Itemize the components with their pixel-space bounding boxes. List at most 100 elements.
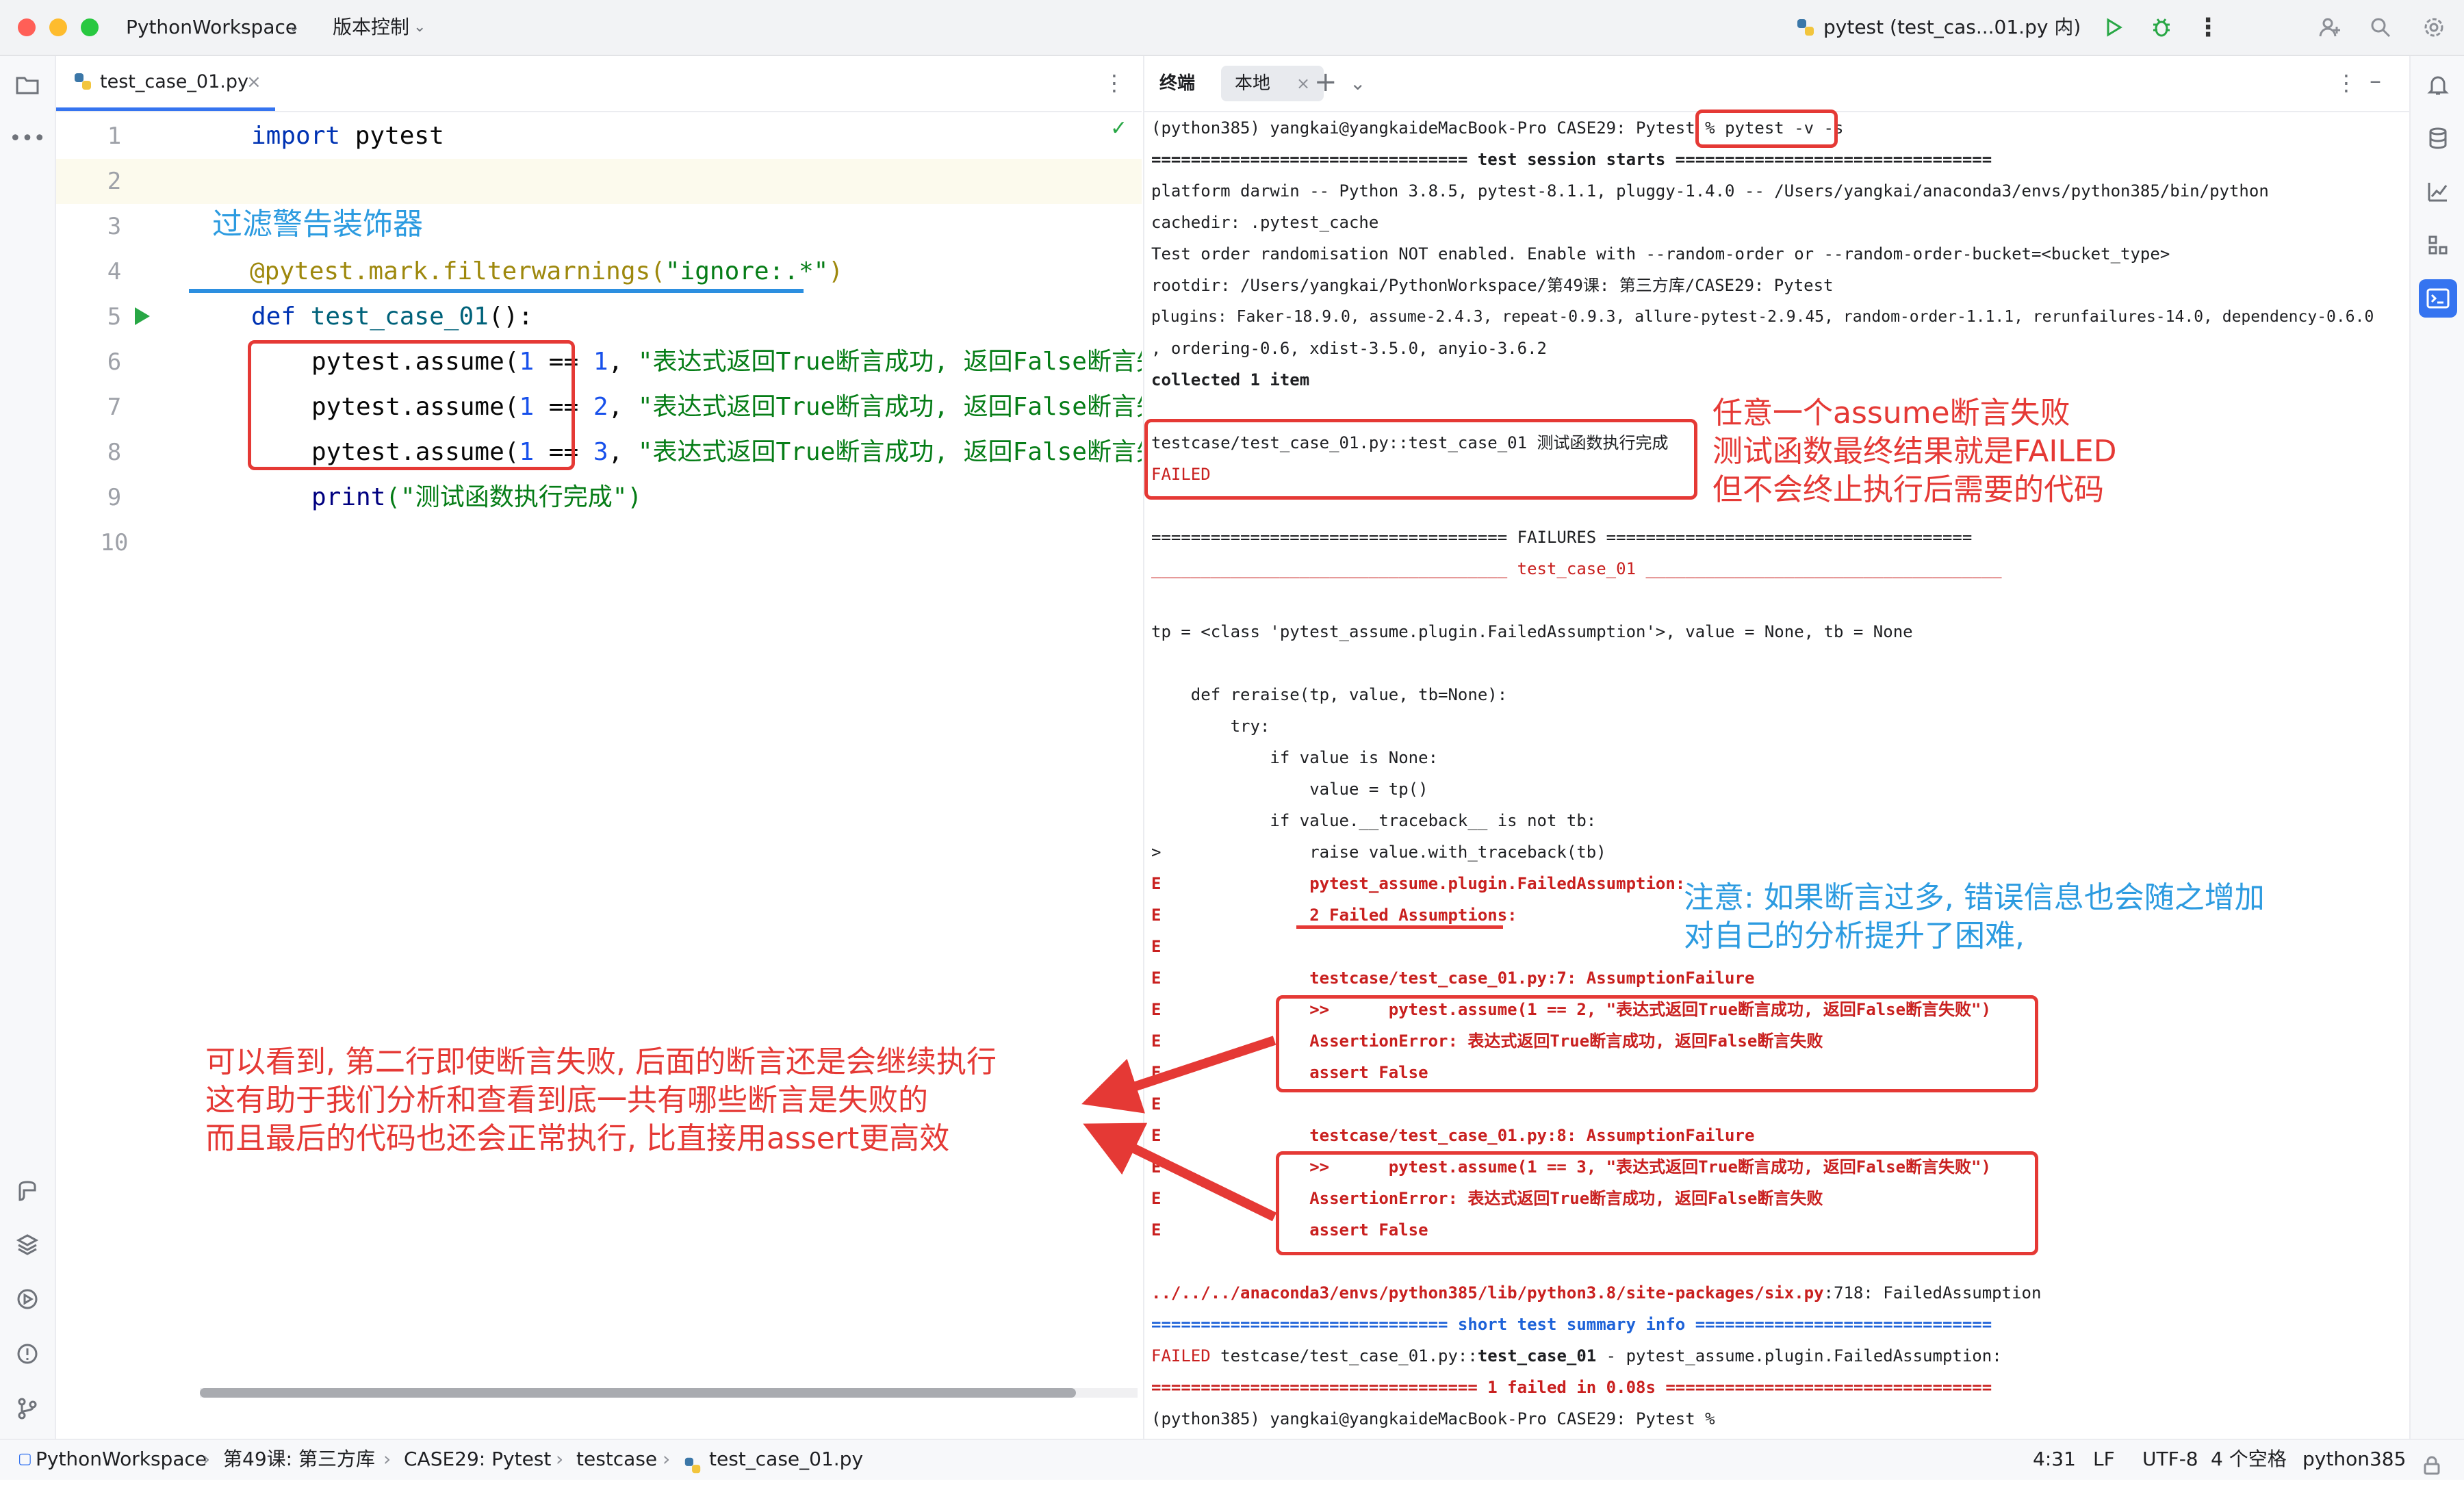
- python-file-icon: [683, 1450, 702, 1488]
- terminal-error-line: E 2 Failed Assumptions:: [1151, 906, 1517, 925]
- sciview-chart-icon[interactable]: [2422, 175, 2454, 208]
- chevron-down-icon[interactable]: ⌄: [1350, 72, 1366, 94]
- new-terminal-icon[interactable]: +: [1314, 66, 1337, 98]
- terminal-line: > raise value.with_traceback(tb): [1151, 843, 1606, 862]
- terminal-line: cachedir: .pytest_cache: [1151, 213, 1379, 232]
- layers-icon[interactable]: [11, 1228, 44, 1261]
- more-actions-icon[interactable]: ⋮: [2196, 13, 2220, 42]
- close-tab-icon[interactable]: ×: [246, 72, 261, 92]
- debug-icon[interactable]: [2146, 12, 2177, 42]
- line-separator[interactable]: LF: [2093, 1448, 2115, 1470]
- breadcrumb-separator-icon: ›: [383, 1448, 392, 1470]
- terminal-line: if value is None:: [1151, 748, 1439, 767]
- code-line-8: pytest.assume(1 == 3, "表达式返回True断言成功, 返回…: [311, 438, 1142, 466]
- window-minimize-button[interactable]: [49, 18, 67, 36]
- settings-gear-icon[interactable]: [2419, 12, 2449, 42]
- terminal-tab-label: 本地: [1235, 73, 1271, 94]
- breadcrumb-lesson[interactable]: 第49课: 第三方库: [223, 1448, 375, 1470]
- editor-tab-label: test_case_01.py: [100, 71, 248, 92]
- terminal-error-line: E >> pytest.assume(1 == 2, "表达式返回True断言成…: [1151, 1000, 1991, 1019]
- annotation-underline: [1296, 925, 1503, 929]
- run-configuration-selector[interactable]: pytest (test_cas...01.py 内): [1823, 16, 2081, 38]
- terminal-prompt[interactable]: (python385) yangkai@yangkaideMacBook-Pro…: [1151, 1409, 1715, 1428]
- line-number: 1: [107, 123, 122, 150]
- line-number: 5: [107, 303, 122, 331]
- terminal-line: ================================= 1 fail…: [1151, 1378, 1992, 1397]
- annotation-box-failure-line-8: [1276, 1151, 2038, 1255]
- window-close-button[interactable]: [18, 18, 36, 36]
- horizontal-scrollbar-thumb[interactable]: [200, 1388, 1076, 1398]
- terminal-panel: 终端 本地 × + ⌄ ⋮ – (python385) yangkai@yang…: [1143, 56, 2411, 1439]
- hide-panel-icon[interactable]: –: [2370, 67, 2381, 94]
- run-icon[interactable]: [2099, 12, 2129, 42]
- editor-options-icon[interactable]: ⋮: [1103, 70, 1125, 96]
- indent-setting[interactable]: 4 个空格: [2211, 1448, 2287, 1470]
- inspection-ok-check-icon[interactable]: ✓: [1110, 116, 1128, 140]
- python-console-icon[interactable]: [11, 1175, 44, 1207]
- terminal-error-line: E assert False: [1151, 1220, 1428, 1240]
- lock-icon[interactable]: [2423, 1450, 2441, 1488]
- terminal-line: plugins: Faker-18.9.0, assume-2.4.3, rep…: [1151, 308, 2374, 326]
- line-number: 9: [107, 484, 122, 511]
- notifications-bell-icon[interactable]: [2422, 68, 2454, 101]
- terminal-error-line: E testcase/test_case_01.py:7: Assumption…: [1151, 969, 1755, 988]
- editor-tab-test-case-01[interactable]: test_case_01.py ×: [56, 56, 275, 111]
- vcs-menu[interactable]: 版本控制: [333, 16, 410, 38]
- line-number: 10: [100, 529, 129, 556]
- python-interpreter[interactable]: python385: [2302, 1448, 2407, 1470]
- terminal-line: testcase/test_case_01.py::test_case_01 测…: [1151, 433, 1669, 452]
- code-area[interactable]: import pytest @pytest.mark.filterwarning…: [193, 114, 1142, 1435]
- search-icon[interactable]: [2365, 12, 2396, 42]
- annotation-filter-warnings-label: 过滤警告装饰器: [212, 207, 423, 242]
- project-selector[interactable]: PythonWorkspace: [126, 16, 298, 38]
- annotation-box-command: [1695, 110, 1838, 148]
- window-zoom-button[interactable]: [81, 18, 99, 36]
- python-icon: [1791, 12, 1821, 42]
- git-branch-icon[interactable]: [11, 1392, 44, 1425]
- terminal-line: tp = <class 'pytest_assume.plugin.Failed…: [1151, 622, 1913, 641]
- title-bar: PythonWorkspace ⌄ 版本控制 ⌄ pytest (test_ca…: [0, 0, 2464, 56]
- breadcrumb-file[interactable]: test_case_01.py: [709, 1448, 864, 1470]
- database-icon[interactable]: [2422, 122, 2454, 155]
- annotation-underline: [189, 289, 804, 293]
- terminal-line: value = tp(): [1151, 780, 1428, 799]
- terminal-command: pytest -v -s: [1725, 118, 1844, 138]
- project-folder-icon[interactable]: [11, 68, 44, 101]
- code-editor: test_case_01.py × ⋮ 1 2 3 4 5 6 7 8 9 10…: [56, 56, 1142, 1439]
- line-number: 6: [107, 348, 122, 376]
- current-line-highlight: [56, 159, 1142, 204]
- breadcrumb-case[interactable]: CASE29: Pytest: [404, 1448, 552, 1470]
- breadcrumb-project[interactable]: PythonWorkspace: [36, 1448, 207, 1470]
- terminal-line: ==================================== FAI…: [1151, 528, 1973, 547]
- breadcrumb-folder[interactable]: testcase: [576, 1448, 658, 1470]
- caret-position[interactable]: 4:31: [2033, 1448, 2076, 1470]
- terminal-active-icon[interactable]: [2419, 279, 2457, 318]
- terminal-line: ================================ test se…: [1151, 150, 1992, 169]
- problems-icon[interactable]: [11, 1337, 44, 1370]
- line-number: 3: [107, 213, 122, 240]
- line-number-gutter: 1 2 3 4 5 6 7 8 9 10: [56, 114, 193, 1435]
- line-number: 7: [107, 394, 122, 421]
- line-number: 4: [107, 258, 122, 285]
- file-encoding[interactable]: UTF-8: [2142, 1448, 2198, 1470]
- annotation-error-volume-note: 注意: 如果断言过多, 错误信息也会随之增加 对自己的分析提升了困难,: [1684, 880, 2265, 953]
- terminal-options-icon[interactable]: ⋮: [2335, 70, 2357, 96]
- python-file-icon: [73, 71, 93, 94]
- horizontal-scrollbar-track[interactable]: [200, 1388, 1138, 1398]
- add-user-icon[interactable]: [2315, 12, 2345, 42]
- left-tool-window-bar: •••: [0, 56, 56, 1439]
- chevron-down-icon: ⌄: [413, 18, 426, 36]
- terminal-tab-local[interactable]: 本地 ×: [1221, 66, 1324, 101]
- run-test-gutter-icon[interactable]: [131, 305, 152, 330]
- terminal-title: 终端: [1159, 73, 1196, 94]
- terminal-line: collected 1 item: [1151, 370, 1310, 389]
- close-tab-icon[interactable]: ×: [1296, 74, 1311, 93]
- services-icon[interactable]: [11, 1283, 44, 1316]
- terminal-error-line: E AssertionError: 表达式返回True断言成功, 返回False…: [1151, 1189, 1823, 1208]
- more-tools-icon[interactable]: •••: [9, 126, 46, 151]
- annotation-arrow: [1081, 1036, 1276, 1114]
- structure-icon[interactable]: [2422, 229, 2454, 261]
- code-line-7: pytest.assume(1 == 2, "表达式返回True断言成功, 返回…: [311, 393, 1142, 421]
- annotation-box-failure-line-7: [1276, 995, 2038, 1092]
